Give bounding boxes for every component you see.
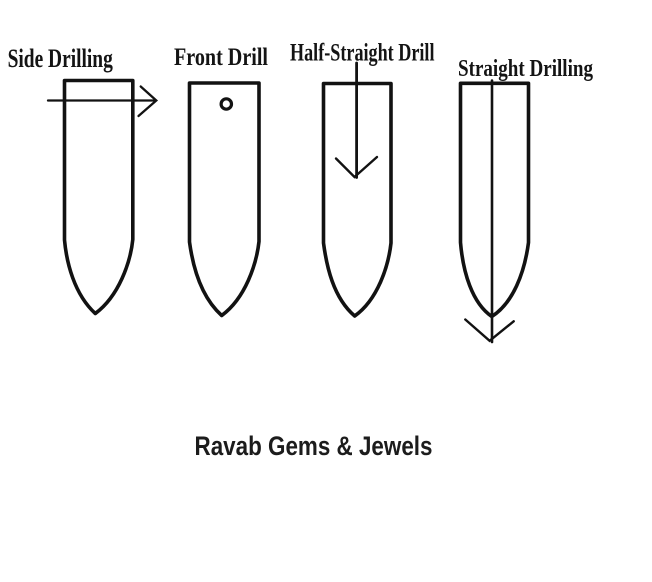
svg-text:Side Drilling: Side Drilling: [8, 44, 113, 73]
svg-text:Ravab Gems & Jewels: Ravab Gems & Jewels: [195, 431, 433, 461]
svg-text:Straight Drilling: Straight Drilling: [458, 55, 594, 82]
svg-text:Half-Straight Drill: Half-Straight Drill: [290, 38, 435, 67]
svg-text:Front Drill: Front Drill: [174, 44, 268, 71]
